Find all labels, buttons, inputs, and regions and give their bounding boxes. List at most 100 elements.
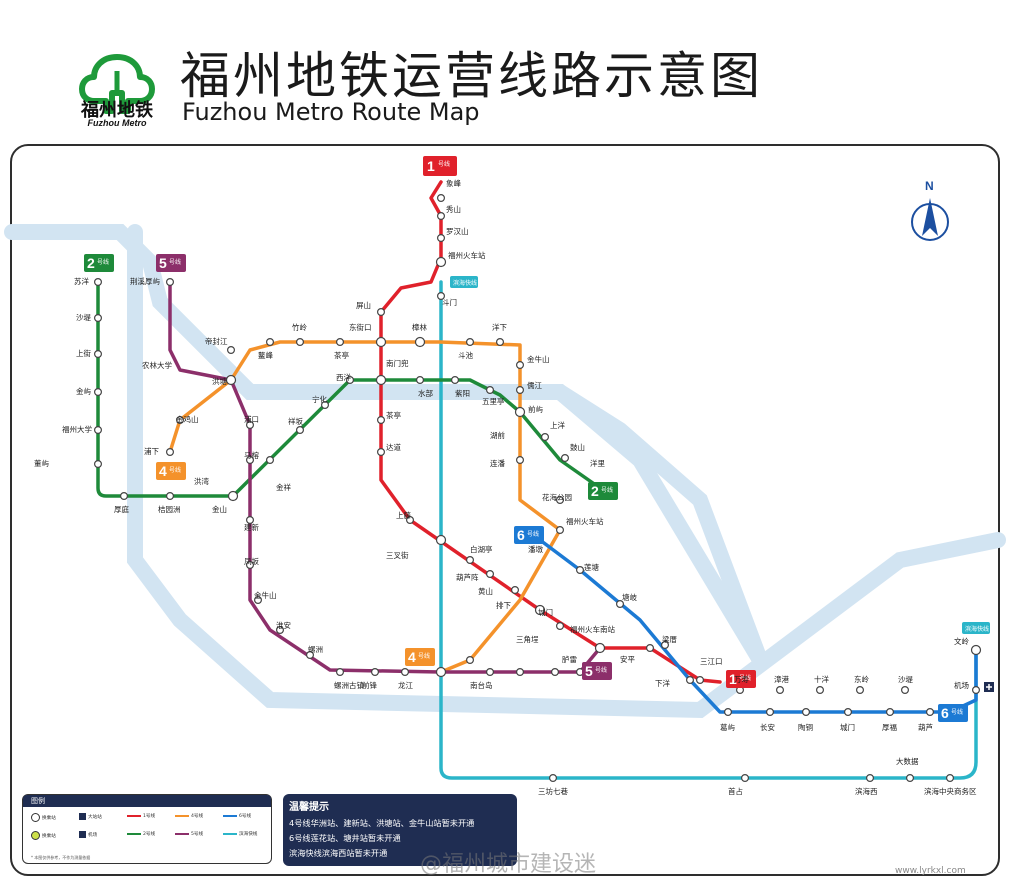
line-5-badge-south: 5 号线 [582,662,612,680]
station-dot [515,386,524,395]
line-1-badge-top: 1 号线 [423,156,457,176]
station-label: 茶亭 [334,350,349,360]
station-dot [93,460,102,469]
station-dot [437,212,446,221]
svg-text:号线: 号线 [951,708,963,716]
station-label: 金牛山 [254,590,277,600]
station-label: 文岭 [954,636,969,646]
station-dot [375,374,387,386]
station-dot [900,685,909,694]
station-labels: 象峰 秀山 罗汉山 福州火车站 斗门 屏山 东街口 南门兜 茶亭 达道 上藤 三… [34,178,977,796]
station-dot [511,585,520,594]
line-6-badge-east: 6 号线 [938,704,968,722]
legend: 图例 换乘站 大站站 1号线 4号线 6号线 换乘站 机场 2号线 5号线 滨海… [22,794,272,864]
station-label: 葫芦 [918,722,933,732]
station-dot [435,534,447,546]
river-east [552,384,768,668]
line-5-badge-top: 5 号线 [156,254,186,272]
station-label: 福州火车站 [448,250,486,260]
svg-text:号线: 号线 [595,666,607,674]
watermark: @福州城市建设迷 [420,852,597,877]
station-label: 洋里 [590,458,605,468]
station-dot [575,565,584,574]
station-label: 祥坂 [288,416,303,426]
station-label: 荆溪厚屿 [130,276,160,286]
station-label: 三坊七巷 [538,786,568,796]
svg-text:号线: 号线 [169,466,181,474]
station-dot [945,773,954,782]
station-dot [685,675,694,684]
station-label: 儒江 [527,380,542,390]
station-dot [246,560,255,569]
station-dot [166,448,175,457]
station-label: 长安 [760,722,775,732]
station-label: 沙堤 [76,312,91,322]
station-dot [925,707,934,716]
logo-subtext: Fuzhou Metro [87,118,147,128]
station-dot [865,773,874,782]
station-label: 建新 [244,522,259,532]
svg-text:号线: 号线 [97,258,109,266]
line-2-badge-east: 2 号线 [588,482,618,500]
station-label: 紫阳 [455,389,470,398]
station-dot [660,640,669,649]
station-label: 湖前 [490,430,505,440]
station-dot [93,350,102,359]
station-label: 葛屿 [720,722,735,732]
station-label: 沙堤 [898,674,913,684]
station-label: 洪塘 [212,376,227,386]
station-dot [276,625,285,634]
station-dot [246,456,255,465]
station-dot [548,773,557,782]
station-label: 浦下 [144,446,159,456]
station-label: 潘墩 [528,544,543,554]
station-label: 斗池 [458,350,473,360]
station-label: 福州大学 [62,424,92,434]
legend-item: 5号线 [175,831,203,837]
station-dot [296,426,305,435]
station-label: 下洋 [655,678,670,688]
station-dot [615,599,624,608]
svg-text:号线: 号线 [169,258,181,266]
station-label: 上洋 [550,420,565,430]
station-dot [166,492,175,501]
station-dot [540,433,549,442]
svg-text:1: 1 [729,671,737,687]
station-label: 马榕 [244,450,259,460]
station-dot [740,773,749,782]
station-label: 南门兜 [386,358,409,368]
station-label: 大数据 [896,756,919,766]
page-subtitle: Fuzhou Metro Route Map [182,98,480,126]
station-dot [225,374,237,386]
station-label: 莲塘 [584,562,599,572]
legend-item: 2号线 [127,831,155,837]
north-arrow-icon: N [911,179,949,241]
binhai-badge-north: 滨海快线 [450,276,478,288]
station-label: 洋下 [492,322,507,332]
station-dot [496,338,505,347]
station-label: 鼓山 [570,442,585,452]
station-label: 三叉街 [386,550,409,560]
station-label: 厚福 [882,723,897,732]
station-dot [885,707,894,716]
legend-item: 4号线 [175,813,203,819]
legend-item: 6号线 [223,813,251,819]
station-label: 宁化 [312,394,327,404]
station-label: 洪湾 [194,476,209,486]
station-label: 螺洲古镇 [334,680,364,690]
station-dot [296,338,305,347]
station-label: 螺洲 [308,644,323,654]
map-frame [10,144,1000,876]
station-dot [515,667,524,676]
station-label: 五里亭 [482,396,505,406]
station-label: 秀山 [446,204,461,214]
page-title: 福州地铁运营线路示意图 [180,47,763,105]
station-label: 董屿 [34,458,49,468]
route-lines [96,180,978,780]
watermark-url: www.lyrkxl.com [895,866,966,876]
station-dot [336,667,345,676]
station-dot [514,406,526,418]
station-dot [594,642,606,654]
station-dot [93,388,102,397]
